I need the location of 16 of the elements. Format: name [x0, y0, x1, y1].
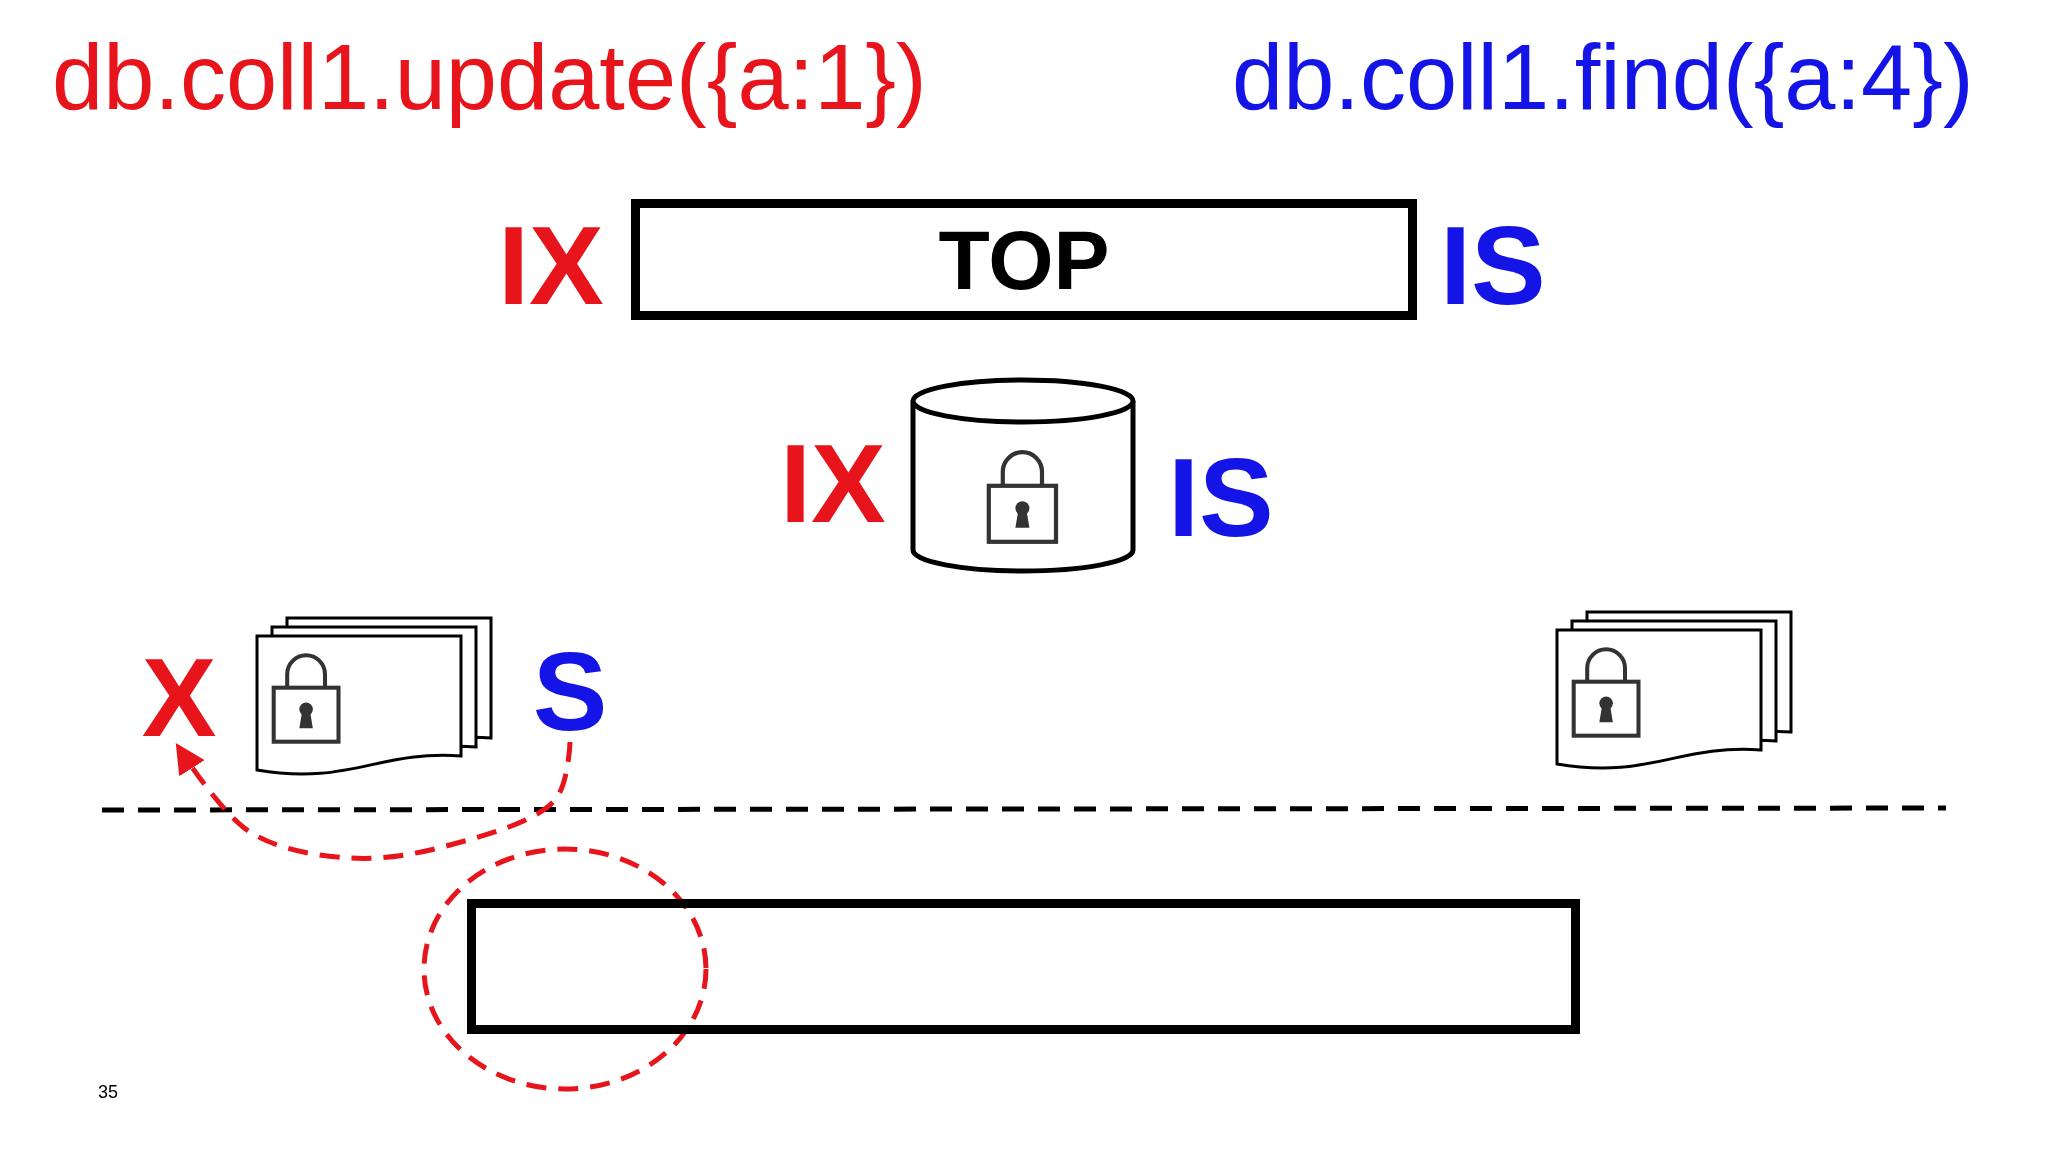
page-stack-drawing	[255, 616, 493, 774]
layer-name: TOP	[938, 217, 1110, 302]
lock-mode-label: IX	[780, 428, 886, 540]
lock-mode-label: IX	[498, 210, 604, 322]
lock-mode-label: S	[530, 642, 610, 742]
page-number: 35	[98, 1082, 119, 1103]
lock-mode-label: IS	[1168, 442, 1274, 554]
layer-box	[631, 199, 1417, 320]
database-cylinder-drawing	[910, 377, 1136, 574]
lock-mode-label: X	[136, 648, 222, 748]
lock-mode-label: IS	[1440, 210, 1546, 322]
layer-box	[467, 899, 1580, 1034]
code-text: db.coll1.update({a:1})	[52, 25, 927, 130]
curved-arrow	[175, 741, 573, 861]
code-text: db.coll1.find({a:4})	[1232, 25, 1974, 130]
page-stack-drawing	[1555, 610, 1793, 768]
